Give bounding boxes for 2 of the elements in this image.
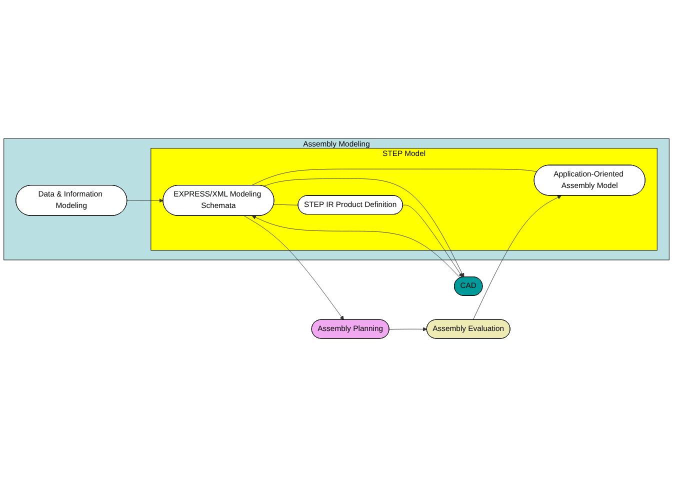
connector (274, 204, 298, 206)
connector (251, 168, 538, 186)
